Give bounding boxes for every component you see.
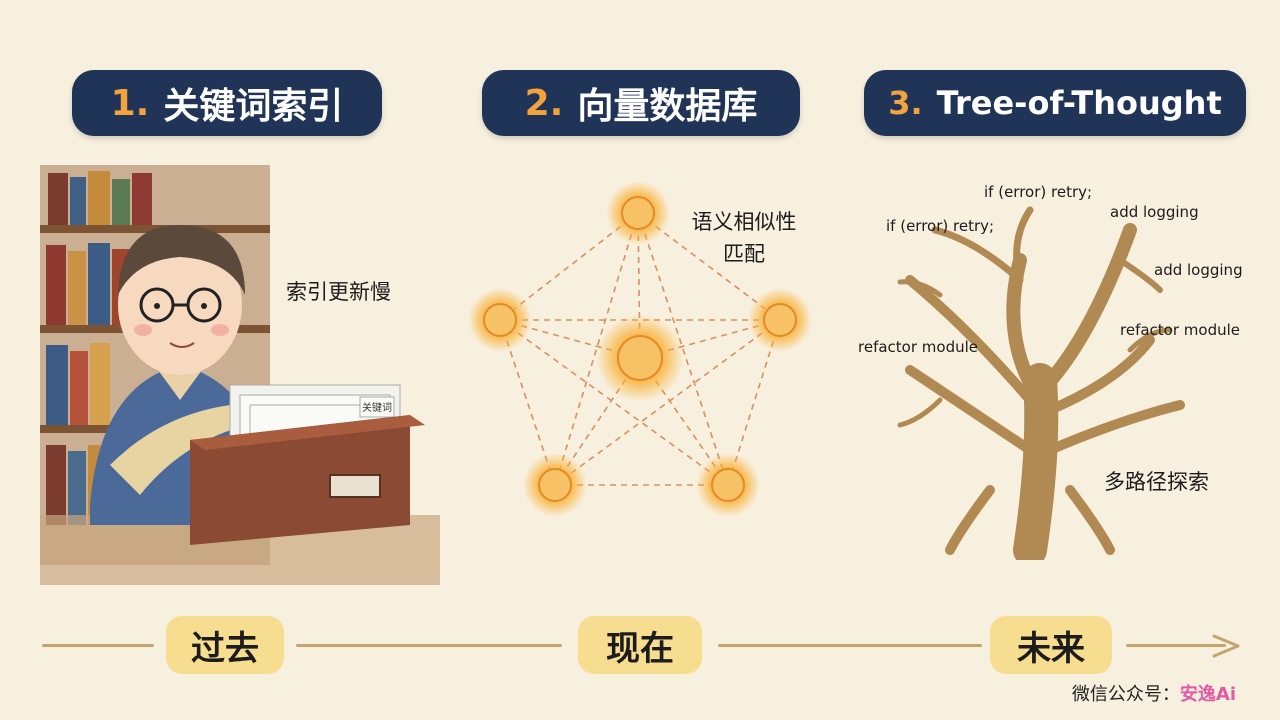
timeline-segment bbox=[1126, 644, 1226, 647]
title-text: 关键词索引 bbox=[163, 86, 344, 127]
branch-label: refactor module bbox=[1120, 321, 1240, 339]
panel1-caption: 索引更新慢 bbox=[286, 280, 391, 304]
footer-prefix: 微信公众号： bbox=[1071, 684, 1180, 705]
timeline-segment bbox=[718, 644, 982, 647]
timeline-past: 过去 bbox=[166, 616, 284, 674]
tree-branches bbox=[897, 206, 1185, 560]
vector-network-diagram bbox=[468, 181, 812, 517]
card-file-box: 关键词 bbox=[190, 384, 425, 545]
footer-brand: 安逸Ai bbox=[1179, 684, 1236, 705]
librarian-illustration: 关键词 bbox=[40, 165, 440, 585]
timeline-segment bbox=[296, 644, 562, 647]
timeline-present: 现在 bbox=[578, 616, 702, 674]
branch-label: add logging bbox=[1110, 203, 1199, 221]
title-number: 3. bbox=[888, 84, 923, 122]
title-keyword-index: 1. 关键词索引 bbox=[72, 70, 382, 136]
footer-credit: 微信公众号：安逸Ai bbox=[1072, 680, 1236, 706]
title-text: Tree-of-Thought bbox=[936, 84, 1222, 122]
branch-label: if (error) retry; bbox=[984, 183, 1093, 201]
panel3-caption: 多路径探索 bbox=[1104, 470, 1209, 494]
branch-label: add logging bbox=[1154, 261, 1243, 279]
panel2-caption: 语义相似性 匹配 bbox=[684, 206, 804, 270]
title-tree-of-thought: 3. Tree-of-Thought bbox=[864, 70, 1246, 136]
panel2-caption-line1: 语义相似性 bbox=[691, 210, 797, 234]
title-number: 1. bbox=[110, 82, 150, 124]
panel2-caption-line2: 匹配 bbox=[723, 242, 765, 266]
thought-tree-illustration bbox=[897, 206, 1185, 560]
title-text: 向量数据库 bbox=[577, 86, 758, 127]
timeline-segment bbox=[42, 644, 154, 647]
branch-label: if (error) retry; bbox=[886, 217, 995, 235]
card-tab-text: 关键词 bbox=[362, 401, 392, 414]
timeline-arrow-icon bbox=[1212, 634, 1240, 658]
network-nodes bbox=[468, 181, 812, 517]
title-vector-database: 2. 向量数据库 bbox=[482, 70, 800, 136]
timeline-future: 未来 bbox=[990, 616, 1112, 674]
title-number: 2. bbox=[524, 82, 564, 124]
branch-label: refactor module bbox=[858, 338, 978, 356]
